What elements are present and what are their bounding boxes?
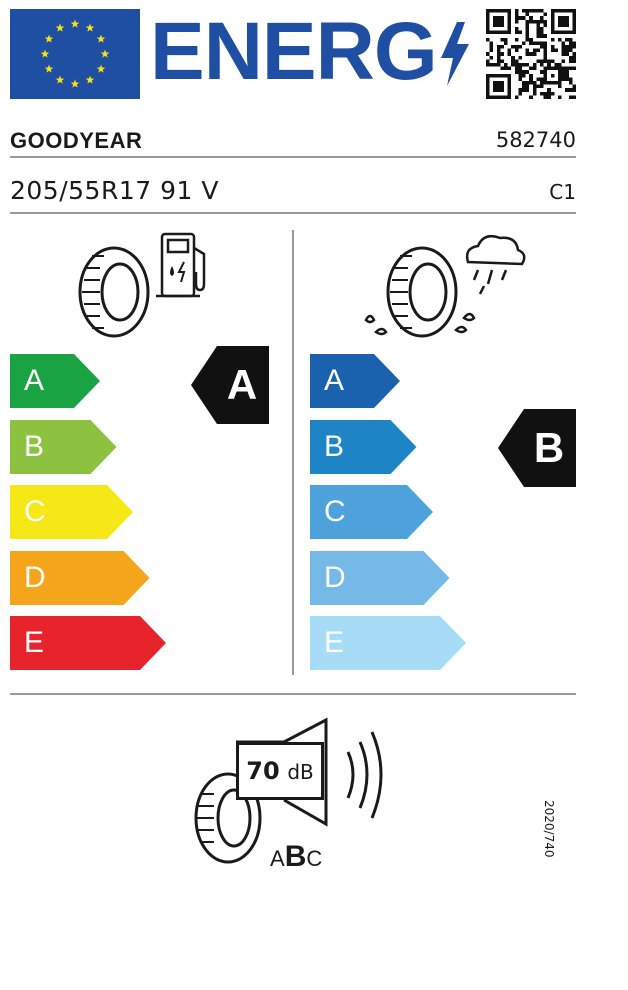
fuel-efficiency-class-pointer: A <box>191 346 269 424</box>
wet-grip-label-b: B <box>324 429 345 463</box>
wet-grip-label-e: E <box>324 626 345 659</box>
noise-class-a: A <box>270 846 285 871</box>
fuel-efficiency-label-c: C <box>24 495 46 528</box>
wet-grip-label-d: D <box>324 560 346 594</box>
qr-code-icon[interactable] <box>486 9 576 99</box>
wet-grip-class-pointer: B <box>498 409 576 487</box>
fuel-efficiency-selected-class: A <box>226 361 258 408</box>
divider-size <box>10 212 576 214</box>
wet-grip-bar-d: D <box>310 550 450 605</box>
divider-supplier <box>10 156 576 158</box>
tyre-rain-cloud-icon <box>360 228 530 344</box>
tyre-size: 205/55R17 91 V <box>10 176 219 205</box>
tyre-class: C1 <box>549 180 576 204</box>
fuel-efficiency-label-a: A <box>24 364 45 397</box>
energy-title: ENERG <box>150 6 438 97</box>
fuel-efficiency-bar-a: A <box>10 354 100 408</box>
divider-noise <box>10 693 576 695</box>
wet-grip-selected-class: B <box>533 424 565 471</box>
fuel-efficiency-label-b: B <box>24 429 45 463</box>
lightning-bolt-icon <box>437 22 471 86</box>
noise-class-scale: ABC <box>270 840 322 874</box>
fuel-efficiency-bar-b: B <box>10 419 117 474</box>
brand-name: GOODYEAR <box>10 128 143 153</box>
wet-grip-label-c: C <box>324 495 346 528</box>
noise-class-c: C <box>306 846 323 871</box>
wet-grip-bar-c: C <box>310 485 433 539</box>
noise-value: 70 dB <box>238 757 322 785</box>
wet-grip-label-a: A <box>324 364 345 397</box>
fuel-efficiency-bar-e: E <box>10 616 166 670</box>
fuel-efficiency-bar-d: D <box>10 550 150 605</box>
wet-grip-bar-e: E <box>310 616 466 670</box>
eu-flag-icon <box>10 9 140 99</box>
article-number: 582740 <box>495 128 576 152</box>
fuel-efficiency-bar-c: C <box>10 485 133 539</box>
noise-unit: dB <box>287 760 314 784</box>
wet-grip-bar-a: A <box>310 354 400 408</box>
regulation-number: 2020/740 <box>542 800 556 858</box>
tyre-fuel-pump-icon <box>76 228 216 340</box>
wet-grip-bar-b: B <box>310 419 417 474</box>
noise-db-value: 70 <box>246 757 280 785</box>
noise-class-b: B <box>284 840 307 873</box>
divider-vertical <box>292 230 294 675</box>
fuel-efficiency-label-e: E <box>24 626 45 659</box>
noise-value-box <box>236 742 324 800</box>
fuel-efficiency-label-d: D <box>24 560 46 594</box>
